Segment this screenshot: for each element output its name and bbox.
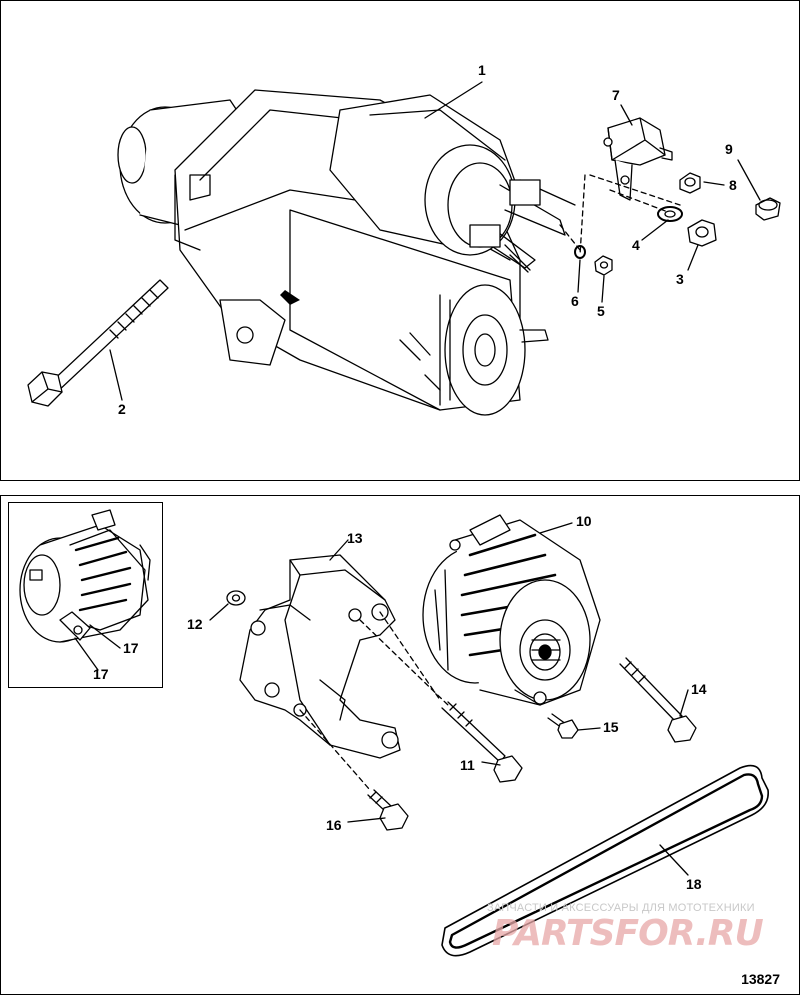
watermark-caption: ЗАПЧАСТИ И АКСЕССУАРЫ ДЛЯ МОТОТЕХНИКИ	[487, 902, 755, 914]
terminal-cover	[603, 117, 673, 201]
callout-17-lower: 17	[93, 666, 109, 682]
inset-alternator	[19, 509, 151, 643]
callout-5: 5	[597, 303, 605, 319]
assembly-lines-bottom	[299, 611, 449, 791]
bolt-16	[367, 789, 409, 831]
figure-number: 13827	[741, 971, 780, 987]
assembly-lines-top	[559, 174, 681, 256]
washer-12	[226, 590, 246, 606]
callout-9: 9	[725, 141, 733, 157]
cap-9	[755, 197, 781, 221]
bolt-15	[547, 713, 579, 739]
starter-bolt	[27, 279, 169, 407]
alternator	[422, 514, 601, 706]
callout-12: 12	[187, 616, 203, 632]
watermark-logo: PARTSFOR.RU	[492, 913, 764, 954]
callout-6: 6	[571, 293, 579, 309]
callout-7: 7	[612, 87, 620, 103]
drive-belt	[441, 764, 769, 957]
starter-motor	[117, 89, 576, 416]
callout-13: 13	[347, 530, 363, 546]
leader-lines-top	[109, 81, 761, 401]
callout-14: 14	[691, 681, 707, 697]
leader-lines-inset	[74, 624, 121, 671]
nut-5	[594, 255, 613, 276]
nut-8	[679, 172, 701, 194]
callout-11: 11	[460, 757, 475, 773]
callout-2: 2	[118, 401, 126, 417]
callout-8: 8	[729, 177, 737, 193]
leader-lines-bottom	[209, 522, 689, 876]
callout-16: 16	[326, 817, 342, 833]
callout-10: 10	[576, 513, 592, 529]
callout-15: 15	[603, 719, 619, 735]
callout-1: 1	[478, 62, 486, 78]
bolt-14	[619, 657, 697, 743]
callout-17-upper: 17	[123, 640, 139, 656]
alternator-bracket	[239, 554, 401, 759]
callout-18: 18	[686, 876, 702, 892]
callout-3: 3	[676, 271, 684, 287]
callout-4: 4	[632, 237, 640, 253]
nut-3	[687, 219, 717, 247]
bolt-11	[441, 701, 523, 783]
